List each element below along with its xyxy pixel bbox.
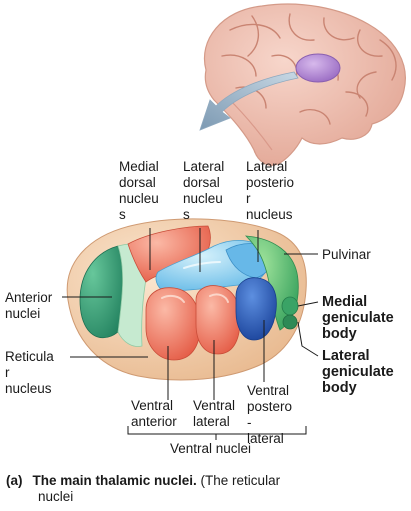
lateral-dorsal-nucleus-label: Lateral dorsal nucleu s: [183, 159, 224, 223]
medial-geniculate-body-label: Medial geniculate body: [322, 294, 394, 342]
caption-title: The main thalamic nuclei.: [32, 473, 197, 488]
lateral-posterior-nucleus-label: Lateral posterio r nucleus: [246, 159, 294, 223]
label-line: anterior: [131, 414, 177, 429]
label-line: body: [322, 380, 357, 396]
label-line: nucleus: [5, 381, 52, 396]
label-line: Lateral: [183, 159, 225, 174]
label-line: lateral: [247, 431, 284, 446]
label-line: Ventral: [131, 398, 174, 413]
brain-image: [203, 3, 406, 166]
label-line: Reticula: [5, 349, 54, 364]
label-line: lateral: [193, 414, 230, 429]
label-line: Lateral: [246, 159, 288, 174]
figure-caption: (a) The main thalamic nuclei. (The reticu…: [6, 473, 406, 504]
label-line: geniculate: [322, 364, 394, 380]
label-line: r: [5, 365, 10, 380]
caption-text: (The reticular: [196, 473, 281, 488]
thalamus-location-highlight: [295, 53, 341, 83]
leader-lines: [62, 228, 319, 440]
label-line: Anterior: [5, 290, 53, 305]
caption-letter: (a): [6, 473, 23, 488]
label-line: nucleu: [119, 191, 159, 206]
label-line: Ventral: [247, 383, 290, 398]
ventral-lateral-label: Ventral lateral: [193, 398, 235, 430]
label-line: r: [246, 191, 251, 206]
label-line: Medial: [322, 294, 368, 310]
anterior-nuclei-label: Anterior nuclei: [5, 290, 52, 322]
label-line: nucleus: [246, 207, 293, 222]
label-line: Ventral: [193, 398, 236, 413]
label-line: -: [247, 415, 252, 430]
label-line: nucleu: [183, 191, 223, 206]
reticular-nucleus-label: Reticula r nucleus: [5, 349, 54, 397]
medial-dorsal-nucleus-label: Medial dorsal nucleu s: [119, 159, 159, 223]
pulvinar-label: Pulvinar: [322, 247, 371, 262]
label-line: geniculate: [322, 310, 394, 326]
label-line: posterio: [246, 175, 295, 190]
label-line: Medial: [119, 159, 159, 174]
arrow-icon: [199, 71, 299, 131]
ventral-anterior-label: Ventral anterior: [131, 398, 177, 430]
ventral-nuclei-label: Ventral nuclei: [170, 441, 252, 456]
thalamus-3d-model: [66, 218, 307, 381]
label-line: body: [322, 326, 357, 342]
label-line: s: [119, 207, 126, 222]
label-line: dorsal: [119, 175, 156, 190]
label-line: s: [183, 207, 190, 222]
lateral-geniculate-body-label: Lateral geniculate body: [322, 348, 394, 396]
label-line: postero: [247, 399, 293, 414]
caption-text-continued: nuclei: [38, 489, 74, 504]
ventral-posterolateral-label: Ventral postero - lateral: [247, 383, 292, 447]
label-line: dorsal: [183, 175, 220, 190]
label-line: Lateral: [322, 348, 370, 364]
label-line: nuclei: [5, 306, 41, 321]
